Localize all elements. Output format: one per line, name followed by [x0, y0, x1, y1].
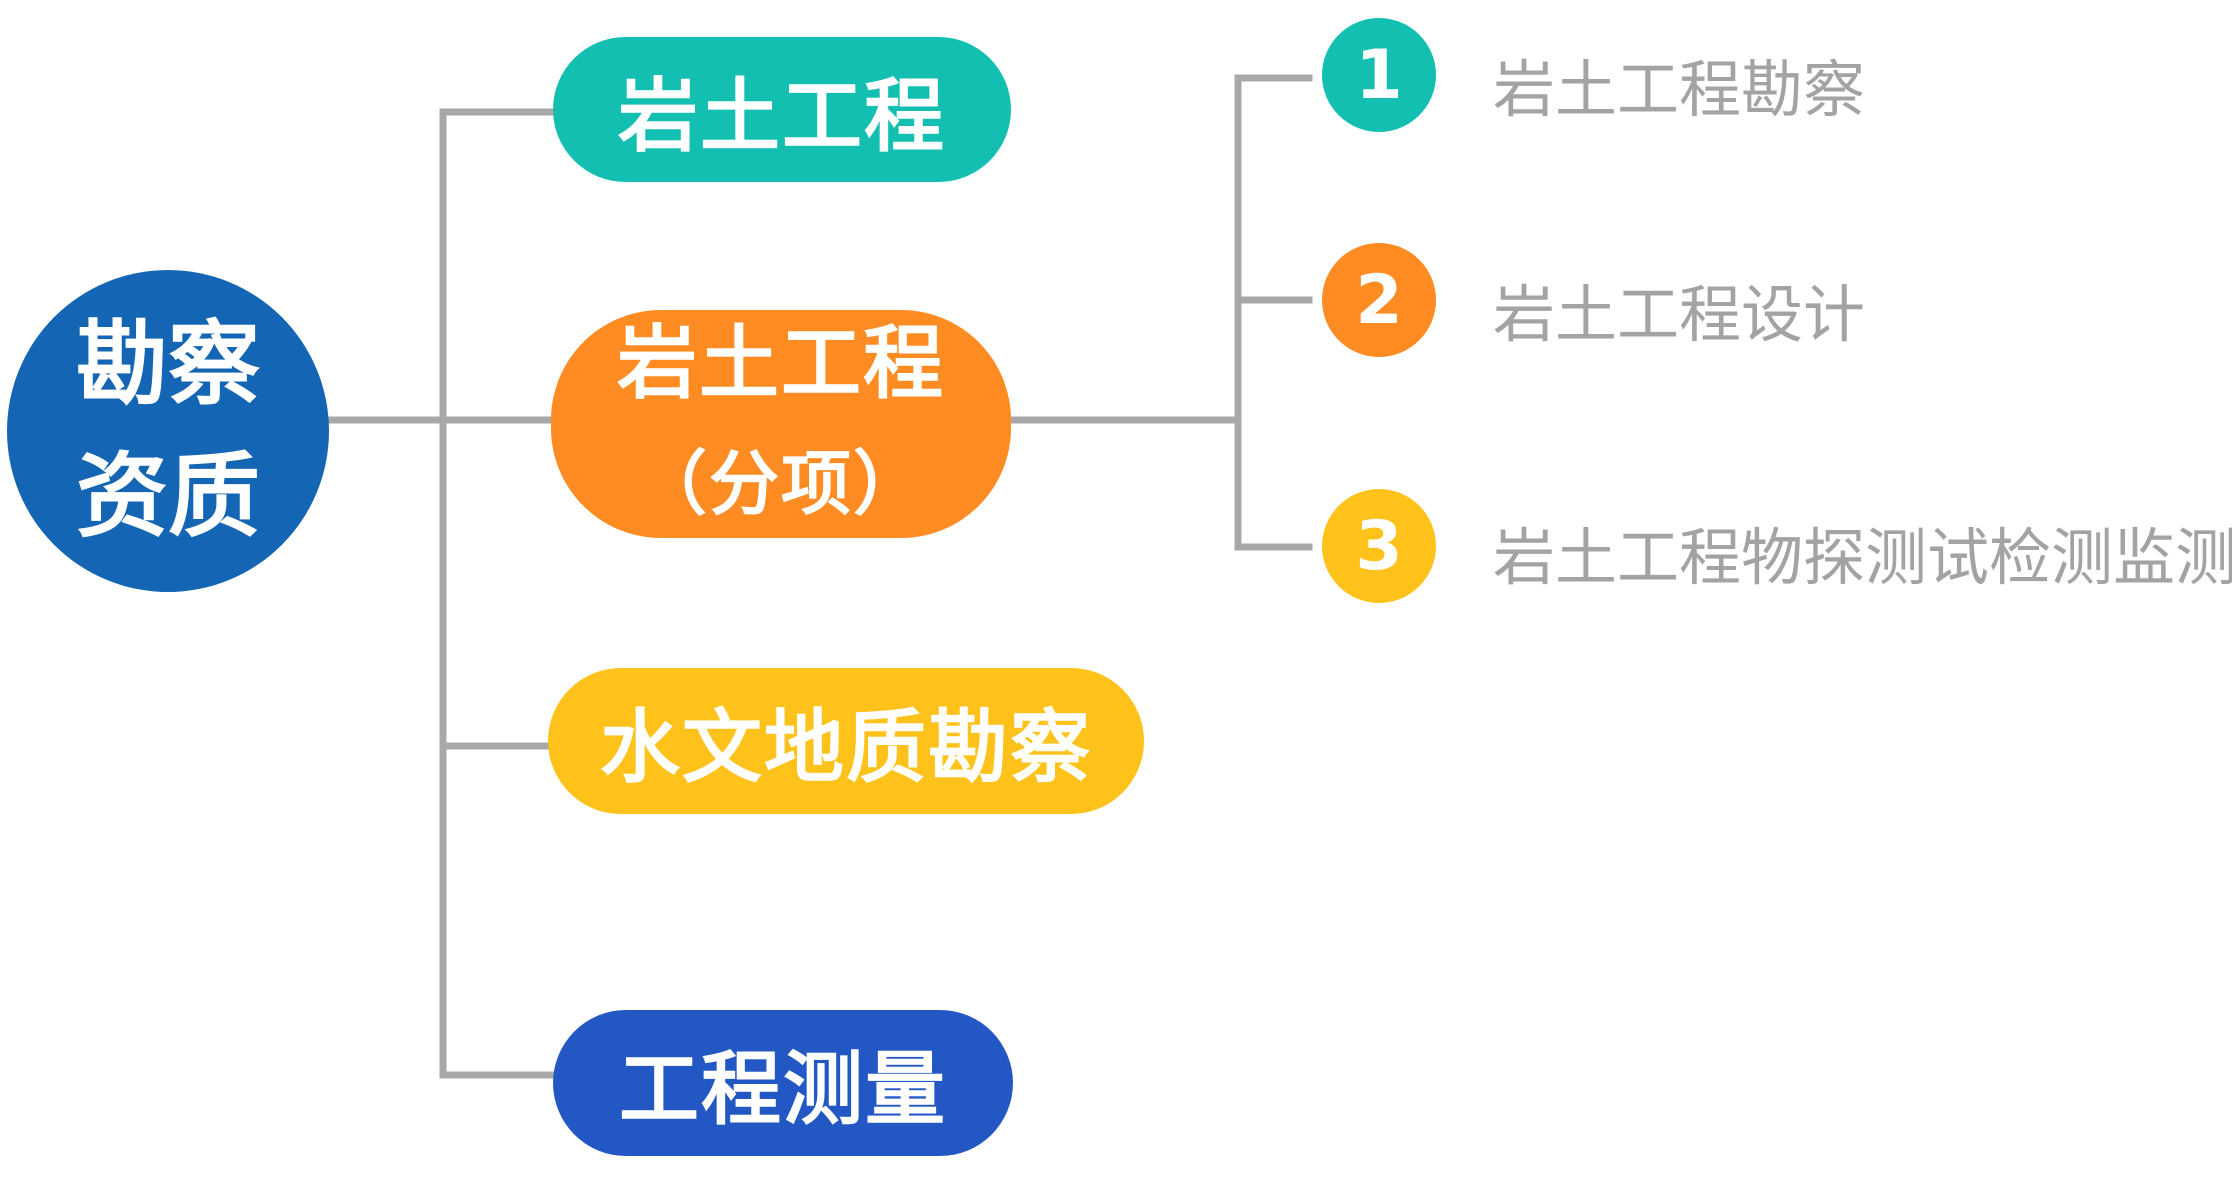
root-label-line1: 勘察: [75, 311, 260, 418]
subitem-label-1: 岩土工程勘察: [1493, 53, 1866, 126]
branch-label: 水文地质勘察: [600, 701, 1092, 794]
branch-node-geotechnical: 岩土工程: [553, 37, 1011, 182]
branch-node-geotechnical-subitem: 岩土工程 （分项）: [551, 310, 1011, 538]
subitem-label-3: 岩土工程物探测试检测监测: [1493, 521, 2232, 594]
number-badge-3: 3: [1322, 489, 1436, 603]
branch-node-hydrogeology: 水文地质勘察: [548, 668, 1144, 814]
root-label-line2: 资质: [75, 443, 260, 550]
number-badge-2: 2: [1322, 243, 1436, 357]
branch-node-surveying: 工程测量: [553, 1010, 1013, 1156]
subitem-label-2: 岩土工程设计: [1493, 278, 1866, 351]
branch-sublabel: （分项）: [637, 443, 925, 525]
badge-number: 2: [1355, 260, 1403, 340]
branch-label: 岩土工程: [618, 69, 946, 163]
number-badge-1: 1: [1322, 18, 1436, 132]
badge-number: 3: [1355, 506, 1403, 586]
root-node: 勘察 资质: [7, 270, 329, 592]
branch-label: 岩土工程: [617, 317, 945, 410]
badge-number: 1: [1355, 35, 1403, 115]
branch-label: 工程测量: [619, 1043, 947, 1136]
